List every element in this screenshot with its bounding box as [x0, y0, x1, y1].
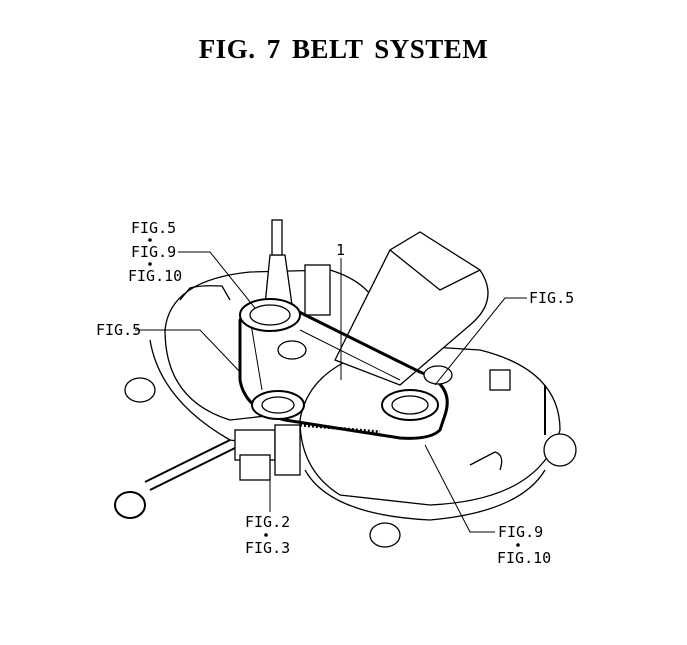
callout-fig10-bottom: FIG.10 [497, 549, 551, 567]
callout-fig5-left: FIG.5 [96, 321, 141, 339]
figure-title: FIG. 7 BELT SYSTEM [198, 34, 489, 64]
callout-fig2: FIG.2 [245, 513, 290, 531]
callout-fig10-top: FIG.10 [128, 267, 182, 285]
callout-fig9-bottom: FIG.9 [498, 523, 543, 541]
callout-fig3: FIG.3 [245, 539, 290, 557]
part-number-1: 1 [336, 241, 345, 259]
mower-deck [114, 219, 577, 548]
callout-fig5-top: FIG.5 [131, 219, 176, 237]
callout-fig5-right: FIG.5 [529, 289, 574, 307]
separator-dots [148, 238, 520, 547]
callout-fig9-top: FIG.9 [131, 243, 176, 261]
leader-lines [135, 251, 527, 533]
